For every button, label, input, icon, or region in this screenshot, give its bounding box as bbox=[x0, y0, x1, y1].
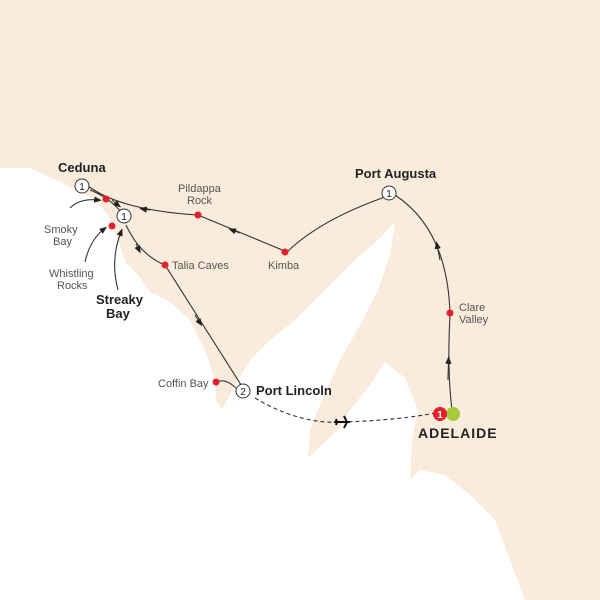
label-streaky-2: Bay bbox=[106, 306, 131, 321]
nights-adelaide: 1 bbox=[437, 410, 443, 421]
overnight-adelaide[interactable] bbox=[433, 407, 447, 421]
label-port-augusta: Port Augusta bbox=[355, 166, 437, 181]
label-pildappa-2: Rock bbox=[187, 195, 213, 207]
label-smoky-2: Bay bbox=[53, 236, 72, 248]
label-clare-1: Clare bbox=[459, 302, 485, 314]
label-smoky-1: Smoky bbox=[44, 224, 78, 236]
label-streaky-1: Streaky bbox=[96, 292, 144, 307]
stop-kimba[interactable] bbox=[281, 248, 289, 256]
start-marker bbox=[446, 407, 460, 421]
label-clare-2: Valley bbox=[459, 314, 489, 326]
stop-smoky-bay[interactable] bbox=[102, 195, 110, 203]
label-whistling-2: Rocks bbox=[57, 280, 88, 292]
nights-ceduna: 1 bbox=[79, 182, 85, 193]
stop-whistling-rocks[interactable] bbox=[108, 222, 116, 230]
label-port-lincoln: Port Lincoln bbox=[256, 383, 332, 398]
stop-coffin-bay[interactable] bbox=[212, 378, 220, 386]
label-whistling-1: Whistling bbox=[49, 268, 94, 280]
stop-talia-caves[interactable] bbox=[161, 261, 169, 269]
label-ceduna: Ceduna bbox=[58, 160, 106, 175]
overnight-port-lincoln[interactable] bbox=[235, 383, 251, 399]
label-talia: Talia Caves bbox=[172, 260, 229, 272]
airplane-icon bbox=[334, 415, 350, 429]
nights-streaky: 1 bbox=[121, 212, 127, 223]
label-adelaide: ADELAIDE bbox=[418, 425, 498, 441]
stop-clare-valley[interactable] bbox=[446, 309, 454, 317]
overnight-port-augusta[interactable] bbox=[381, 185, 397, 201]
overnight-streaky-bay[interactable] bbox=[116, 208, 132, 224]
nights-lincoln: 2 bbox=[240, 387, 246, 398]
stop-pildappa-rock[interactable] bbox=[194, 211, 202, 219]
label-pildappa-1: Pildappa bbox=[178, 183, 222, 195]
label-coffin-bay: Coffin Bay bbox=[158, 378, 209, 390]
label-kimba: Kimba bbox=[268, 260, 300, 272]
overnight-ceduna[interactable] bbox=[74, 178, 90, 194]
nights-augusta: 1 bbox=[386, 189, 392, 200]
